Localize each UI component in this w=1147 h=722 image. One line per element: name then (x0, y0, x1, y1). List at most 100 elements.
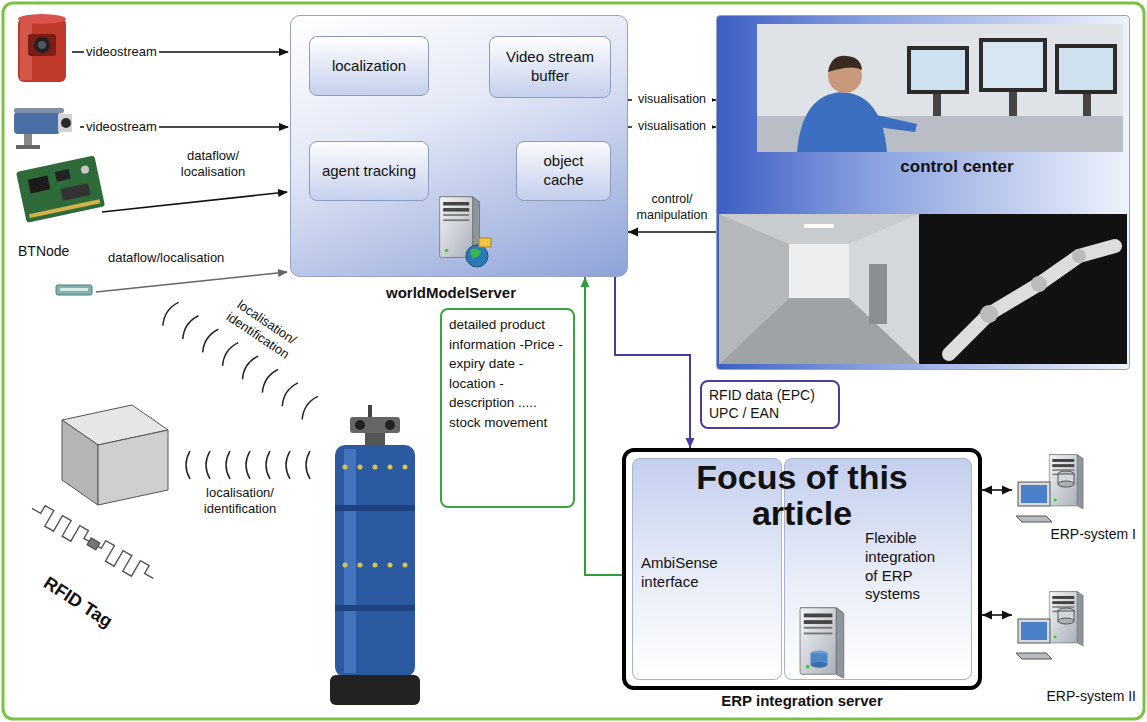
service-robot (344, 449, 356, 673)
module-label: localization (332, 57, 406, 76)
arrow-head (982, 486, 992, 495)
data-line (96, 272, 287, 292)
lab-photo (719, 214, 789, 364)
operator-photo (933, 94, 941, 116)
lab-photo (719, 214, 1127, 364)
erp-computer (1016, 582, 1086, 666)
module-box: object cache (516, 141, 611, 201)
erp-computer (1018, 482, 1050, 506)
text-slot: visualisation (632, 92, 712, 108)
text-slot: BTNode (18, 243, 69, 261)
operator-photo (757, 24, 1123, 152)
range-camera (28, 34, 56, 56)
radio-waves (186, 451, 310, 479)
text-slot: dataflow/ localisation (168, 148, 258, 181)
service-robot (388, 563, 393, 568)
service-robot (403, 465, 408, 470)
erp-computer (1049, 592, 1083, 646)
connector (982, 486, 1012, 495)
video-camera (16, 145, 40, 149)
radio-waves (259, 367, 278, 392)
service-robot (373, 465, 378, 470)
sensor-board (29, 199, 100, 218)
service-robot (330, 675, 420, 705)
lab-photo (869, 264, 887, 324)
tagged-box (62, 405, 168, 505)
service-robot (343, 563, 348, 568)
radio-waves (286, 451, 290, 479)
signal-label: localisation/ identification (211, 288, 312, 371)
service-robot (358, 465, 363, 470)
service-robot (373, 563, 378, 568)
service-robot (335, 505, 415, 511)
service-robot (335, 605, 415, 611)
module-label: agent tracking (322, 162, 416, 181)
operator-photo (979, 38, 1047, 92)
text-slot: ERP integration server (622, 692, 982, 711)
data-callout: detailed product information -Price -exp… (440, 308, 575, 508)
flow-label: control/ manipulation (632, 192, 712, 223)
radio-waves (299, 394, 318, 419)
tagged-box (62, 420, 98, 505)
video-camera (14, 108, 72, 149)
connector-line (615, 277, 690, 448)
connector (615, 277, 695, 448)
lab-photo (719, 214, 919, 364)
arrow-head (686, 438, 695, 448)
control-center-panel: control center (716, 15, 1130, 370)
sensor-board (80, 165, 89, 174)
server-name: ERP integration server (622, 692, 982, 711)
video-camera (14, 112, 60, 134)
arrow-head (1002, 611, 1012, 620)
erp-system: ERP-system II (1012, 572, 1140, 712)
server-icon (470, 248, 481, 258)
lab-photo (980, 305, 998, 323)
operator-photo (828, 56, 862, 72)
tag-name: RFID Tag (34, 568, 122, 636)
arrow-head (581, 277, 590, 287)
server-icon (811, 662, 828, 668)
sensor-board (61, 183, 91, 201)
radio-waves (306, 451, 310, 479)
module-label: Video stream buffer (498, 48, 602, 86)
operator-photo (983, 42, 1043, 88)
service-robot (358, 563, 363, 568)
server-icon (789, 604, 851, 680)
module-box: Video stream buffer (489, 36, 611, 98)
flow-label: visualisation (632, 92, 712, 108)
service-robot (388, 465, 393, 470)
video-camera (61, 118, 71, 128)
connector-line (628, 231, 716, 233)
erp-system: ERP-system I (1012, 448, 1140, 548)
server-icon (479, 238, 491, 247)
operator-photo (869, 114, 917, 132)
service-robot (330, 405, 420, 705)
lab-photo (804, 224, 834, 228)
flow-label: visualisation (632, 119, 712, 135)
text-slot: RFID Tag (34, 568, 122, 636)
server-box: worldModelServerlocalizationVideo stream… (290, 15, 628, 277)
text-slot: control/ manipulation (632, 192, 712, 223)
erp-computer (1058, 481, 1074, 487)
text-slot: localisation/ identification (211, 288, 312, 371)
connector (982, 611, 1012, 620)
focus-heading: Focus of this article (646, 460, 958, 531)
device-name: BTNode (18, 243, 69, 261)
lab-photo (849, 214, 919, 364)
text-slot: videostream (84, 44, 159, 60)
radio-waves (266, 451, 270, 479)
integration-server-box: Focus of this articleERP integration ser… (622, 448, 982, 690)
text-slot: dataflow/localisation (108, 250, 224, 266)
arrow-head (628, 228, 638, 237)
server-icon (466, 245, 488, 267)
service-robot (350, 417, 400, 433)
signal-label: videostream (84, 119, 159, 135)
data-callout: RFID data (EPC) UPC / EAN (700, 380, 840, 429)
module-label: object cache (525, 152, 602, 190)
range-camera (18, 18, 66, 82)
system-name: ERP-system II (1040, 688, 1136, 706)
lab-photo (1031, 276, 1047, 292)
signal-label: localisation/ identification (190, 485, 290, 518)
text-slot: visualisation (632, 119, 712, 135)
video-camera (58, 114, 72, 132)
